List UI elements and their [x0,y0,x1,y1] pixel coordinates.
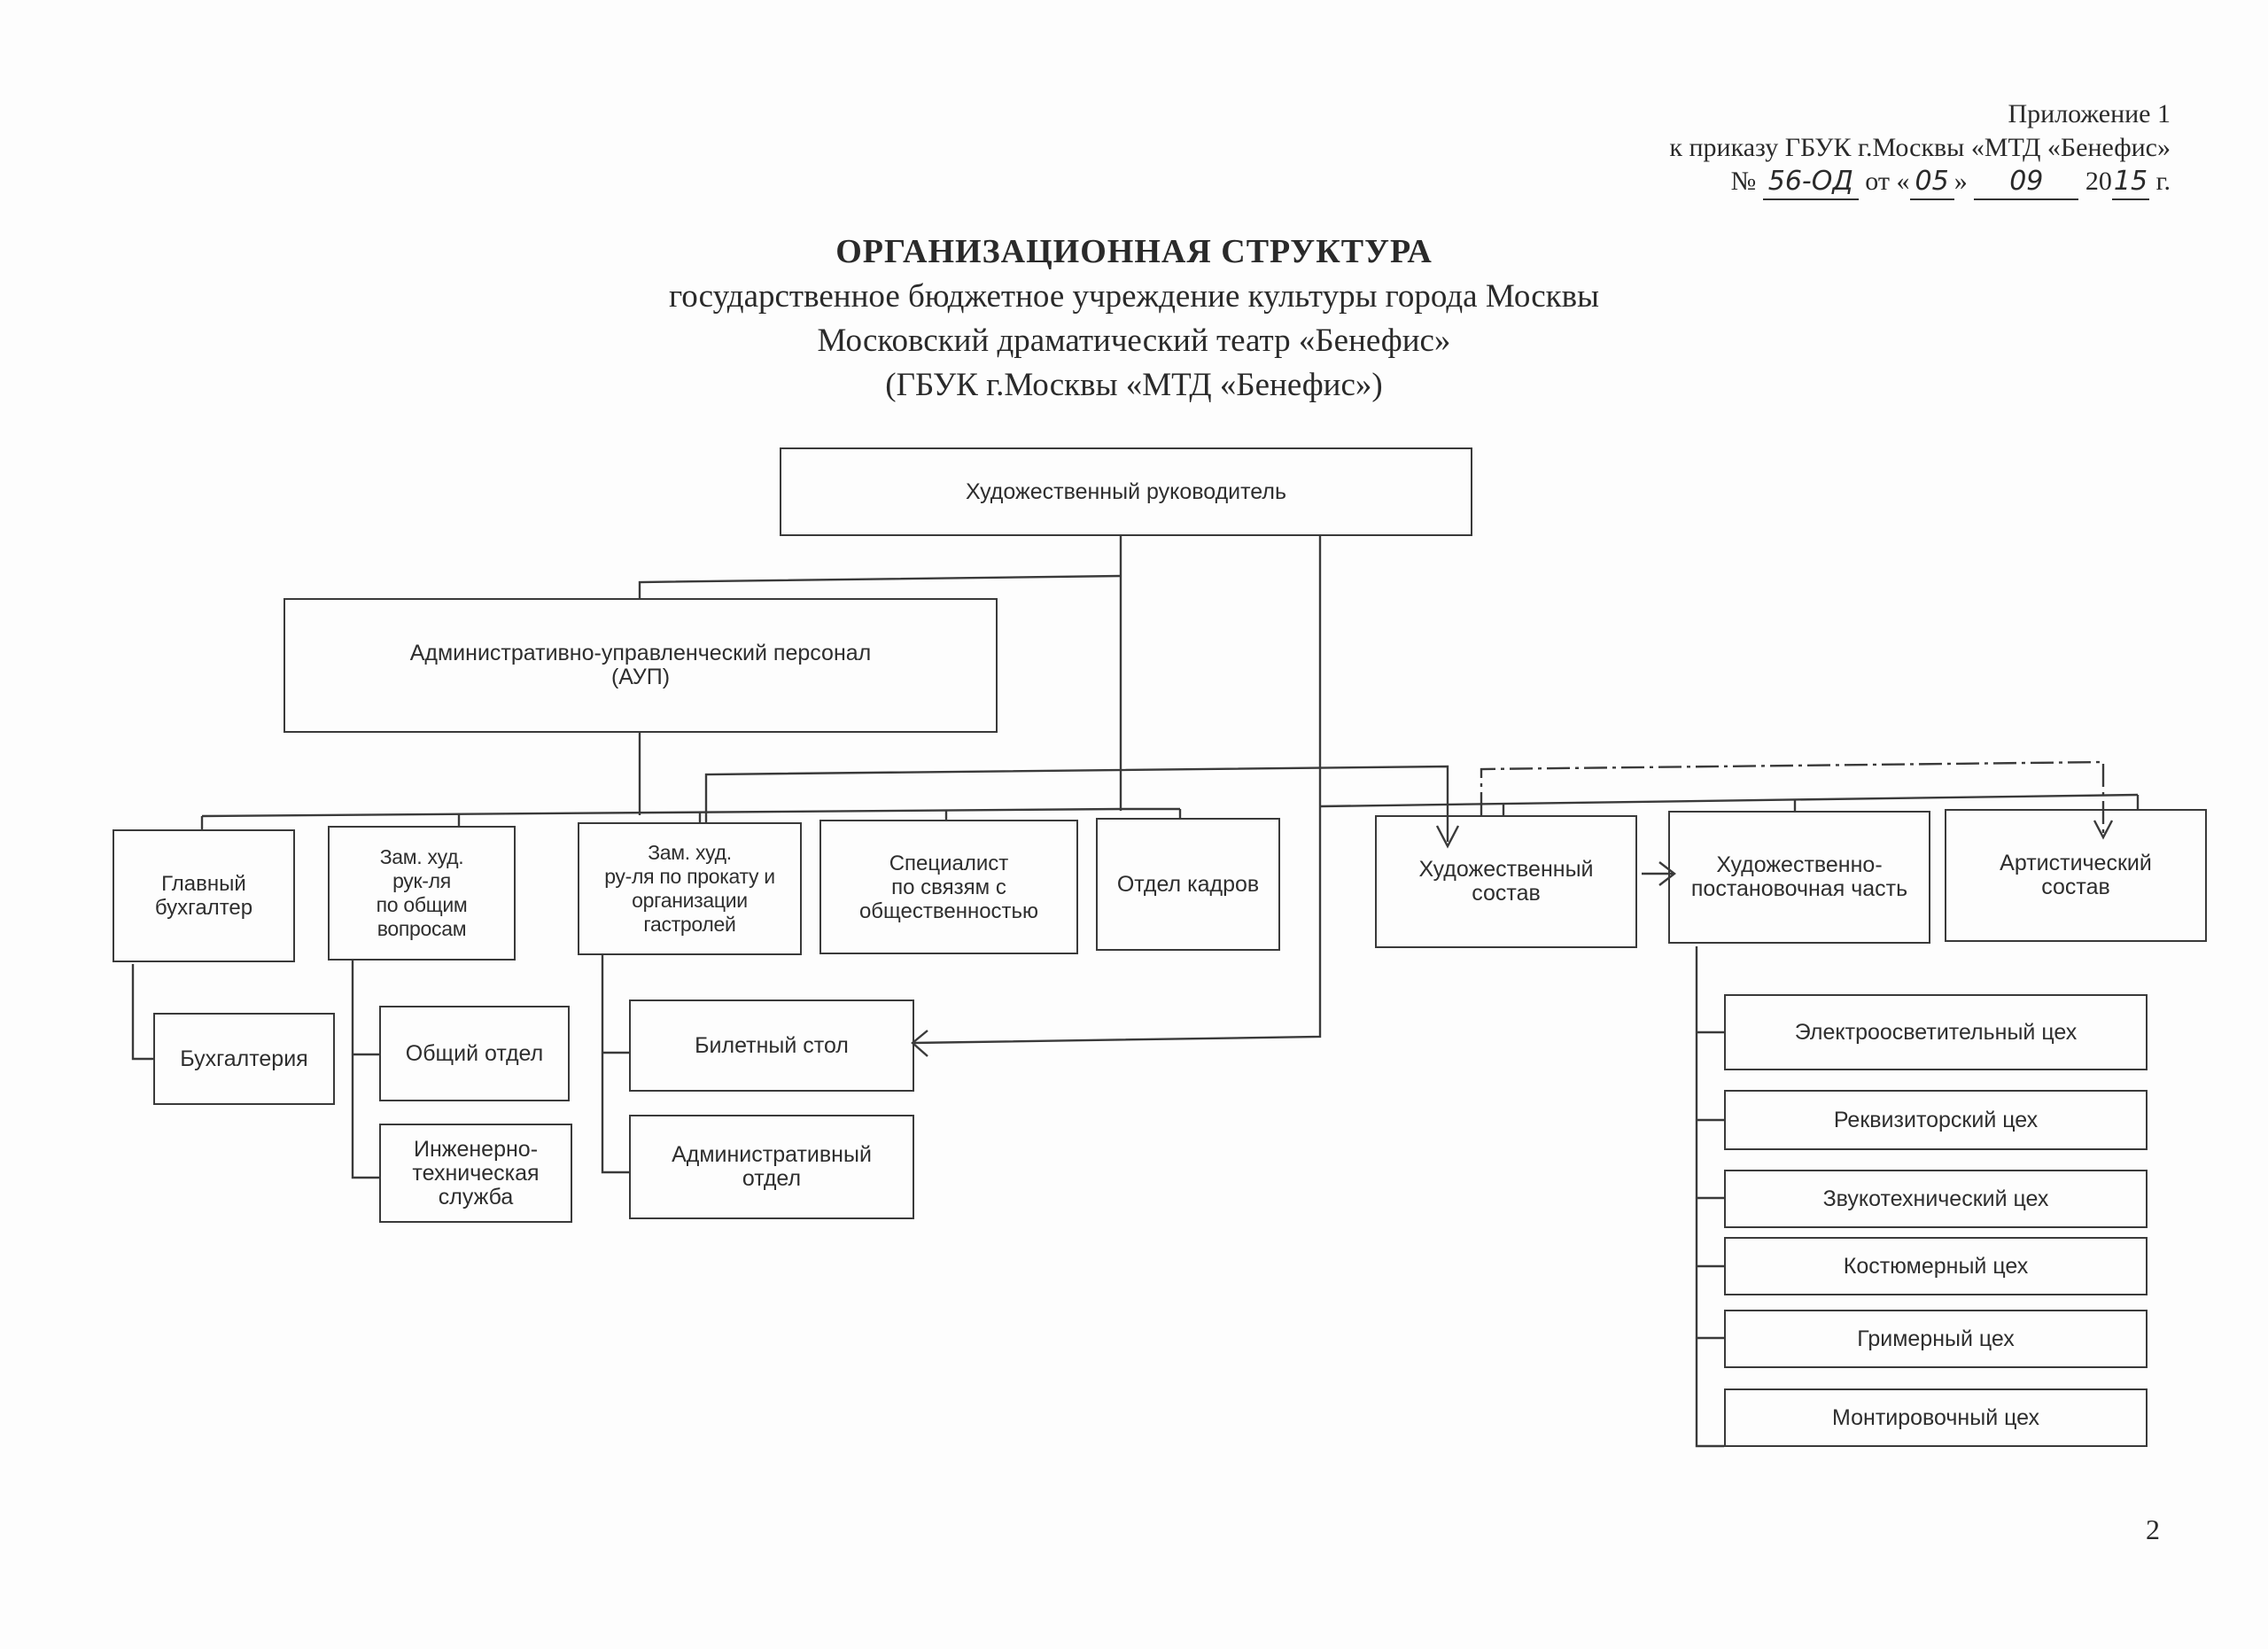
box-chief-accountant: Главный бухгалтер [113,829,295,962]
box-administrative-staff: Административно-управленческий персонал … [284,598,998,733]
date-quote-close: » [1953,167,1968,196]
box-actors: Артистический состав [1945,809,2207,942]
connector-accounting [131,964,153,1061]
box-engineering-service: Инженерно- техническая служба [379,1124,572,1223]
artistic-staff-arrowhead [1435,825,1460,849]
production-arrowhead [1658,861,1676,886]
year-suffix: 15 [2111,165,2150,200]
actors-arrowhead [2093,820,2114,840]
number-sign: № [1730,167,1757,196]
order-day: 05 [1909,165,1954,200]
box-general-department: Общий отдел [379,1006,570,1101]
document-title: ОРГАНИЗАЦИОННАЯ СТРУКТУРА [835,233,1433,270]
year-unit: г. [2155,167,2171,196]
connector-workshops [1695,946,1724,1448]
appendix-header: Приложение 1 к приказу ГБУК г.Москвы «МТ… [1669,97,2171,200]
connector-head-ticket-desk [912,536,1322,1045]
right-bus [1319,793,2139,808]
box-pr-specialist: Специалист по связям с общественностью [819,820,1078,954]
connector-touring-children [601,955,629,1174]
date-from-label: от « [1865,167,1910,196]
connector-general-dept [351,961,379,1179]
order-number: 56-ОД [1762,165,1859,200]
box-makeup-workshop: Гримерный цех [1724,1310,2148,1368]
organization-type: государственное бюджетное учреждение кул… [668,278,1599,315]
appendix-order-details: № 56-ОД от «05» 09 2015 г. [1669,165,2171,200]
box-sound-workshop: Звукотехнический цех [1724,1170,2148,1228]
box-accounting: Бухгалтерия [153,1013,335,1105]
box-assembly-workshop: Монтировочный цех [1724,1388,2148,1447]
box-hr-department: Отдел кадров [1096,818,1280,951]
box-artistic-director: Художественный руководитель [780,447,1472,536]
box-costume-workshop: Костюмерный цех [1724,1237,2148,1295]
appendix-title: Приложение 1 [2008,99,2171,128]
box-administrative-department: Административный отдел [629,1115,914,1219]
organization-short-name: (ГБУК г.Москвы «МТД «Бенефис») [885,367,1383,403]
organization-name: Московский драматический театр «Бенефис» [817,323,1451,359]
page-number: 2 [2146,1513,2160,1545]
box-deputy-general-affairs: Зам. худ. рук-ля по общим вопросам [328,826,516,961]
appendix-order-reference: к приказу ГБУК г.Москвы «МТД «Бенефис» [1669,133,2171,162]
order-month: 09 [1974,165,2079,200]
box-artistic-staff: Художественный состав [1375,815,1637,948]
connector-head-aup [638,574,1122,598]
box-artistic-production: Художественно- постановочная часть [1668,811,1930,944]
year-prefix: 20 [2085,167,2112,196]
title-block: ОРГАНИЗАЦИОННАЯ СТРУКТУРА государственно… [0,229,2268,408]
box-props-workshop: Реквизиторский цех [1724,1090,2148,1150]
connector-to-actors [1480,760,2105,833]
box-ticket-desk: Билетный стол [629,1000,914,1092]
box-deputy-touring: Зам. худ. ру-ля по прокату и организации… [578,822,802,955]
left-bus [201,807,1122,818]
box-lighting-workshop: Электроосветительный цех [1724,994,2148,1070]
